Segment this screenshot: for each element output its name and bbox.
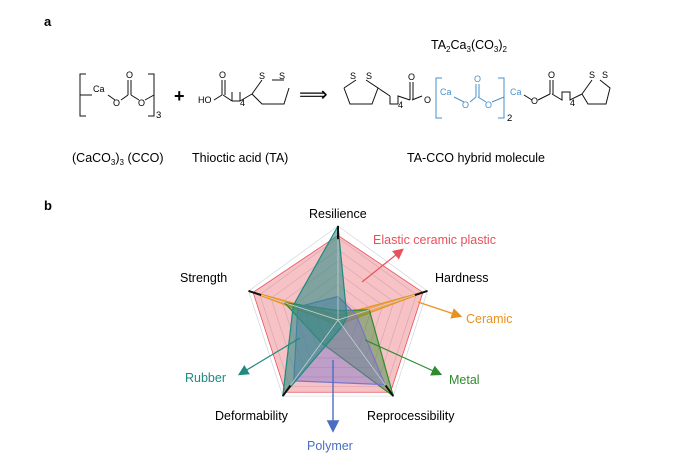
hyb-s2: S: [366, 71, 372, 81]
radar-series-rubber: [282, 225, 348, 397]
panel-b-label: b: [44, 198, 52, 213]
panel-a-label: a: [44, 14, 52, 29]
radar-grid-ring: [259, 237, 417, 387]
axis-label-hardness: Hardness: [435, 271, 489, 285]
ta-s1: S: [259, 71, 265, 81]
hyb-o-left: O: [408, 72, 415, 82]
arrow-elastic: [361, 248, 404, 283]
hybrid-left-ta: [343, 79, 423, 105]
thioctic-acid-structure: [213, 79, 290, 105]
radar-vertex-tick-deformability: [281, 384, 292, 397]
radar-axis-lines: [248, 226, 428, 397]
radar-grid-ring: [281, 260, 395, 368]
radar-axis-reprocessibility: [337, 319, 394, 397]
caco3-o2: O: [126, 70, 133, 80]
plus-sign: +: [174, 86, 185, 106]
ta-caption: Thioctic acid (TA): [192, 151, 288, 165]
radar-chart: [248, 225, 428, 397]
axis-label-reprocessibility: Reprocessibility: [367, 409, 455, 423]
hybrid-formula: TA2Ca3(CO3)2: [431, 38, 507, 54]
reaction-arrow: ⟹: [299, 84, 328, 106]
caco3-o3: O: [138, 98, 145, 108]
label-metal: Metal: [449, 373, 480, 387]
label-elastic-ceramic-plastic: Elastic ceramic plastic: [373, 233, 496, 247]
radar-axis-hardness: [337, 290, 428, 321]
hyb-sub4-right: 4: [570, 98, 575, 108]
arrow-metal: [364, 339, 443, 376]
hyb-ca-right: Ca: [510, 87, 522, 97]
hyb-o-blue3: O: [485, 100, 492, 110]
label-rubber: Rubber: [185, 371, 226, 385]
radar-grid-ring: [248, 225, 428, 397]
hybrid-caption: TA-CCO hybrid molecule: [407, 151, 545, 165]
caco3-ca: Ca: [93, 84, 105, 94]
radar-vertex-tick-hardness: [414, 290, 428, 296]
axis-label-strength: Strength: [180, 271, 227, 285]
caco3-structure: [79, 73, 155, 117]
hyb-sub4-left: 4: [398, 100, 403, 110]
ta-o: O: [219, 70, 226, 80]
arrow-rubber: [237, 337, 301, 376]
label-ceramic: Ceramic: [466, 312, 513, 326]
ta-subscript-4: 4: [240, 98, 245, 108]
hyb-o-right1: O: [531, 96, 538, 106]
radar-vertex-tick-reprocessibility: [384, 384, 395, 397]
ta-s2: S: [279, 71, 285, 81]
hyb-o-blue1: O: [462, 100, 469, 110]
arrow-ceramic: [417, 301, 463, 319]
hyb-ca-left: Ca: [440, 87, 452, 97]
axis-label-deformability: Deformability: [215, 409, 289, 423]
hyb-s1: S: [350, 71, 356, 81]
label-polymer: Polymer: [307, 439, 353, 453]
cco-caption: (CaCO3)3 (CCO): [72, 151, 164, 167]
hyb-s3: S: [589, 70, 595, 80]
hyb-s4: S: [602, 70, 608, 80]
radar-axis-strength: [248, 290, 339, 321]
hyb-o-left2: O: [424, 95, 431, 105]
caco3-o1: O: [113, 98, 120, 108]
radar-vertex-tick-strength: [248, 290, 262, 296]
ta-ho: HO: [198, 95, 212, 105]
hyb-o-right2: O: [548, 70, 555, 80]
hybrid-carbonate-core: [435, 77, 505, 119]
radar-grid-ring: [270, 249, 406, 378]
axis-label-resilience: Resilience: [309, 207, 367, 221]
caco3-subscript: 3: [156, 110, 161, 121]
hyb-sub2: 2: [507, 113, 512, 124]
hyb-o-blue2: O: [474, 74, 481, 84]
hybrid-right-ta: [523, 79, 611, 105]
radar-axis-deformability: [282, 319, 339, 397]
